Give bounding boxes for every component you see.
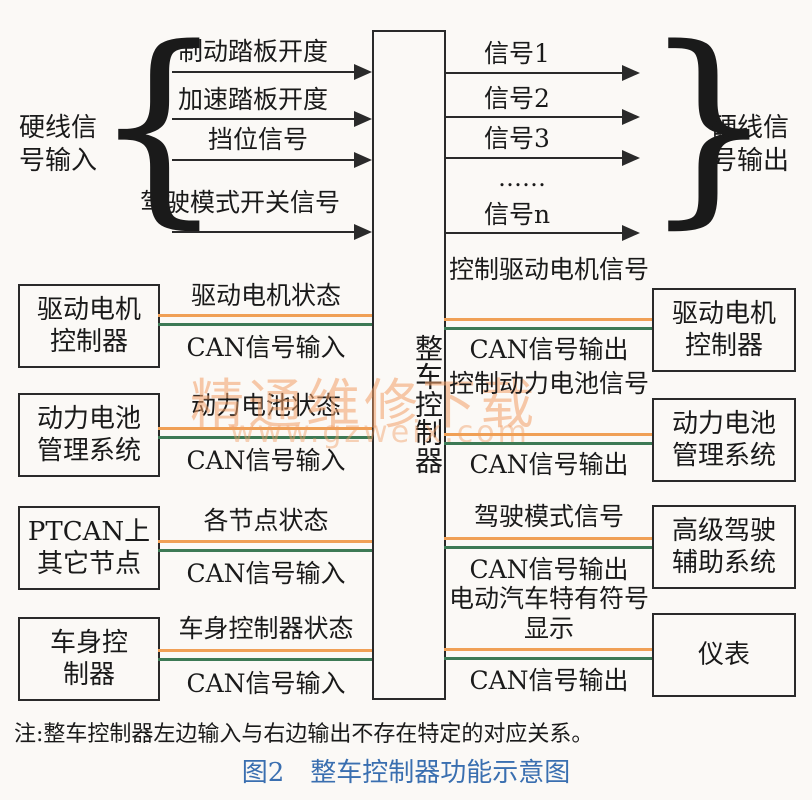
right-signal-0: 控制驱动电机信号 xyxy=(448,255,649,284)
left-hw-arrowhead-1 xyxy=(354,111,372,127)
right-signal-1: 控制动力电池信号 xyxy=(448,369,649,398)
vcu-box: 整车控制器 xyxy=(372,30,446,700)
right-hw-arrow-line-2 xyxy=(444,157,624,159)
left-status-line-3 xyxy=(158,649,372,652)
left-hw-signal-0: 制动踏板开度 xyxy=(178,37,329,66)
right-hw-signal-1: 信号2 xyxy=(484,84,550,113)
left-can-line-3 xyxy=(158,658,372,661)
right-can-line-3 xyxy=(444,657,652,660)
right-hw-arrow-line-0 xyxy=(444,72,624,74)
left-box-drive-motor-controller: 驱动电机控制器 xyxy=(18,284,160,368)
right-can-2: CAN信号输出 xyxy=(469,555,629,584)
left-can-line-0 xyxy=(158,323,372,326)
left-can-1: CAN信号输入 xyxy=(186,446,346,475)
diagram-note: 注:整车控制器左边输入与右边输出不存在特定的对应关系。 xyxy=(14,722,594,747)
right-box-adas: 高级驾驶辅助系统 xyxy=(652,505,796,589)
left-box-ptcan-nodes: PTCAN上其它节点 xyxy=(18,506,160,590)
right-hw-arrowhead-2 xyxy=(622,150,640,166)
left-can-3: CAN信号输入 xyxy=(186,669,346,698)
right-hw-arrowhead-4 xyxy=(622,225,640,241)
right-box-label-1: 动力电池管理系统 xyxy=(671,408,776,472)
right-hw-arrowhead-0 xyxy=(622,65,640,81)
left-hw-arrowhead-2 xyxy=(354,152,372,168)
vcu-label: 整车控制器 xyxy=(411,334,444,474)
left-can-0: CAN信号输入 xyxy=(186,333,346,362)
right-box-drive-motor-controller: 驱动电机控制器 xyxy=(652,288,796,372)
left-box-label-3: 车身控制器 xyxy=(49,627,128,691)
left-box-battery-management: 动力电池管理系统 xyxy=(18,393,160,477)
right-can-line-2 xyxy=(444,546,652,549)
right-hardwire-label: 硬线信号输出 xyxy=(710,113,789,176)
right-signal-2: 驾驶模式信号 xyxy=(473,502,624,531)
left-box-label-2: PTCAN上其它节点 xyxy=(27,516,151,580)
left-hw-signal-1: 加速踏板开度 xyxy=(178,85,329,114)
left-can-line-2 xyxy=(158,549,372,552)
right-box-battery-management: 动力电池管理系统 xyxy=(652,398,796,482)
right-signal-line-2 xyxy=(444,537,652,540)
left-hw-arrow-line-3 xyxy=(172,231,354,233)
left-hw-arrow-line-2 xyxy=(172,159,354,161)
left-can-2: CAN信号输入 xyxy=(186,559,346,588)
right-can-line-1 xyxy=(444,442,652,445)
left-can-line-1 xyxy=(158,436,372,439)
right-signal-line-3 xyxy=(444,648,652,651)
right-hw-signal-3: …… xyxy=(498,164,546,192)
left-hw-arrow-line-0 xyxy=(172,71,354,73)
left-status-0: 驱动电机状态 xyxy=(190,281,341,310)
right-can-1: CAN信号输出 xyxy=(469,450,629,479)
right-can-line-0 xyxy=(444,327,652,330)
right-box-label-2: 高级驾驶辅助系统 xyxy=(671,515,776,579)
left-hw-arrowhead-3 xyxy=(354,224,372,240)
figure-caption: 图2 整车控制器功能示意图 xyxy=(241,758,571,788)
left-hardwire-label: 硬线信号输入 xyxy=(18,113,97,176)
left-box-label-1: 动力电池管理系统 xyxy=(36,403,141,467)
left-hw-arrow-line-1 xyxy=(172,118,354,120)
right-hw-signal-2: 信号3 xyxy=(484,124,550,153)
left-box-body-controller: 车身控制器 xyxy=(18,617,160,701)
right-can-3: CAN信号输出 xyxy=(469,666,629,695)
right-box-label-0: 驱动电机控制器 xyxy=(671,298,776,362)
right-signal-3: 电动汽车特有符号显示 xyxy=(448,584,649,643)
right-hw-signal-4: 信号n xyxy=(484,200,551,229)
left-status-1: 动力电池状态 xyxy=(190,391,341,420)
right-hw-signal-0: 信号1 xyxy=(484,39,550,68)
left-hw-signal-3: 驾驶模式开关信号 xyxy=(140,188,341,217)
left-status-line-0 xyxy=(158,314,372,317)
right-box-label-3: 仪表 xyxy=(697,639,750,670)
left-brace: { xyxy=(92,2,226,247)
right-hw-arrow-line-1 xyxy=(444,116,624,118)
right-hw-arrowhead-1 xyxy=(622,109,640,125)
left-status-2: 各节点状态 xyxy=(203,506,329,535)
right-hw-arrow-line-4 xyxy=(444,232,624,234)
right-signal-line-0 xyxy=(444,318,652,321)
left-status-3: 车身控制器状态 xyxy=(178,614,354,643)
left-hw-arrowhead-0 xyxy=(354,64,372,80)
left-status-line-2 xyxy=(158,540,372,543)
right-can-0: CAN信号输出 xyxy=(469,335,629,364)
left-box-label-0: 驱动电机控制器 xyxy=(36,294,141,358)
right-signal-line-1 xyxy=(444,433,652,436)
right-box-instrument-cluster: 仪表 xyxy=(652,613,796,697)
left-hw-signal-2: 挡位信号 xyxy=(208,125,309,154)
left-status-line-1 xyxy=(158,427,372,430)
watermark-text: 精通维修下载 xyxy=(190,373,538,436)
